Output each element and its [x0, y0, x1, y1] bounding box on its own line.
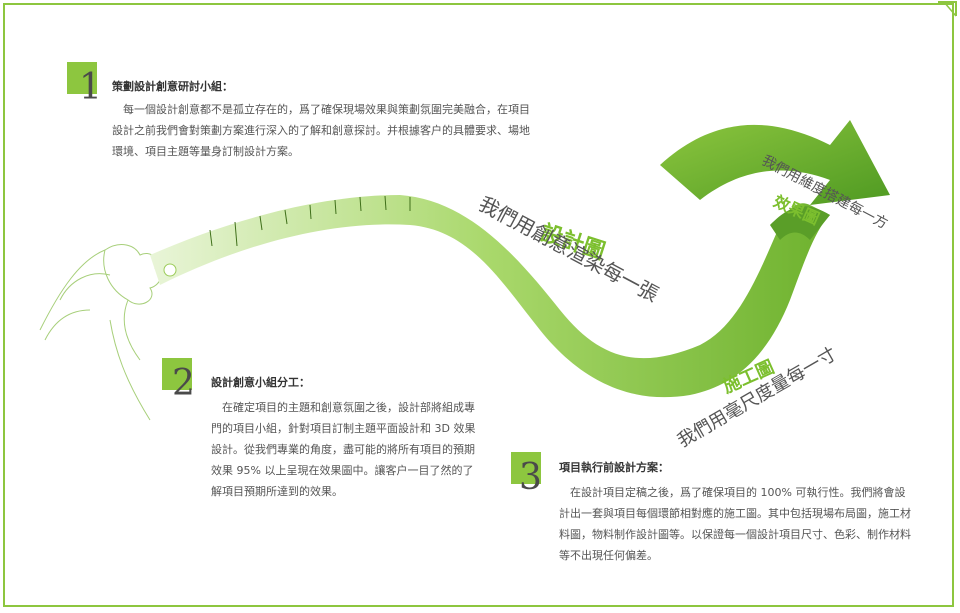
ribbon-arrow-upper: [660, 120, 890, 205]
corner-arrow-icon: [938, 1, 957, 17]
content-frame: [3, 3, 954, 607]
step2-title: 設計創意小組分工：: [211, 376, 310, 389]
step3-title: 項目執行前設計方案：: [559, 461, 669, 474]
step2-number: 2: [172, 363, 195, 404]
ribbon-fold: [770, 206, 830, 240]
step1-number: 1: [79, 67, 102, 108]
ribbon-hole: [163, 263, 177, 277]
ruler-ticks: [209, 195, 411, 247]
step2-number-badge: [162, 358, 192, 390]
step3-number-badge: [511, 452, 541, 484]
step2-body: 在確定項目的主題和創意氛圍之後，設計部將組成專門的項目小組，針對項目訂制主題平面…: [211, 401, 476, 498]
ribbon-main: [150, 195, 830, 398]
hand-sketch: [39, 244, 162, 421]
step1-number-badge: [67, 62, 97, 94]
step3-body: 在設計項目定稿之後，爲了確保項目的 100% 可執行性。我們將會設計出一套與項目…: [559, 486, 911, 562]
step1-body: 每一個設計創意都不是孤立存在的，爲了確保現場效果與策劃氛圍完美融合，在項目設計之…: [112, 103, 530, 158]
step1-title: 策劃設計創意研討小組：: [112, 80, 233, 93]
step3-number: 3: [519, 457, 542, 498]
